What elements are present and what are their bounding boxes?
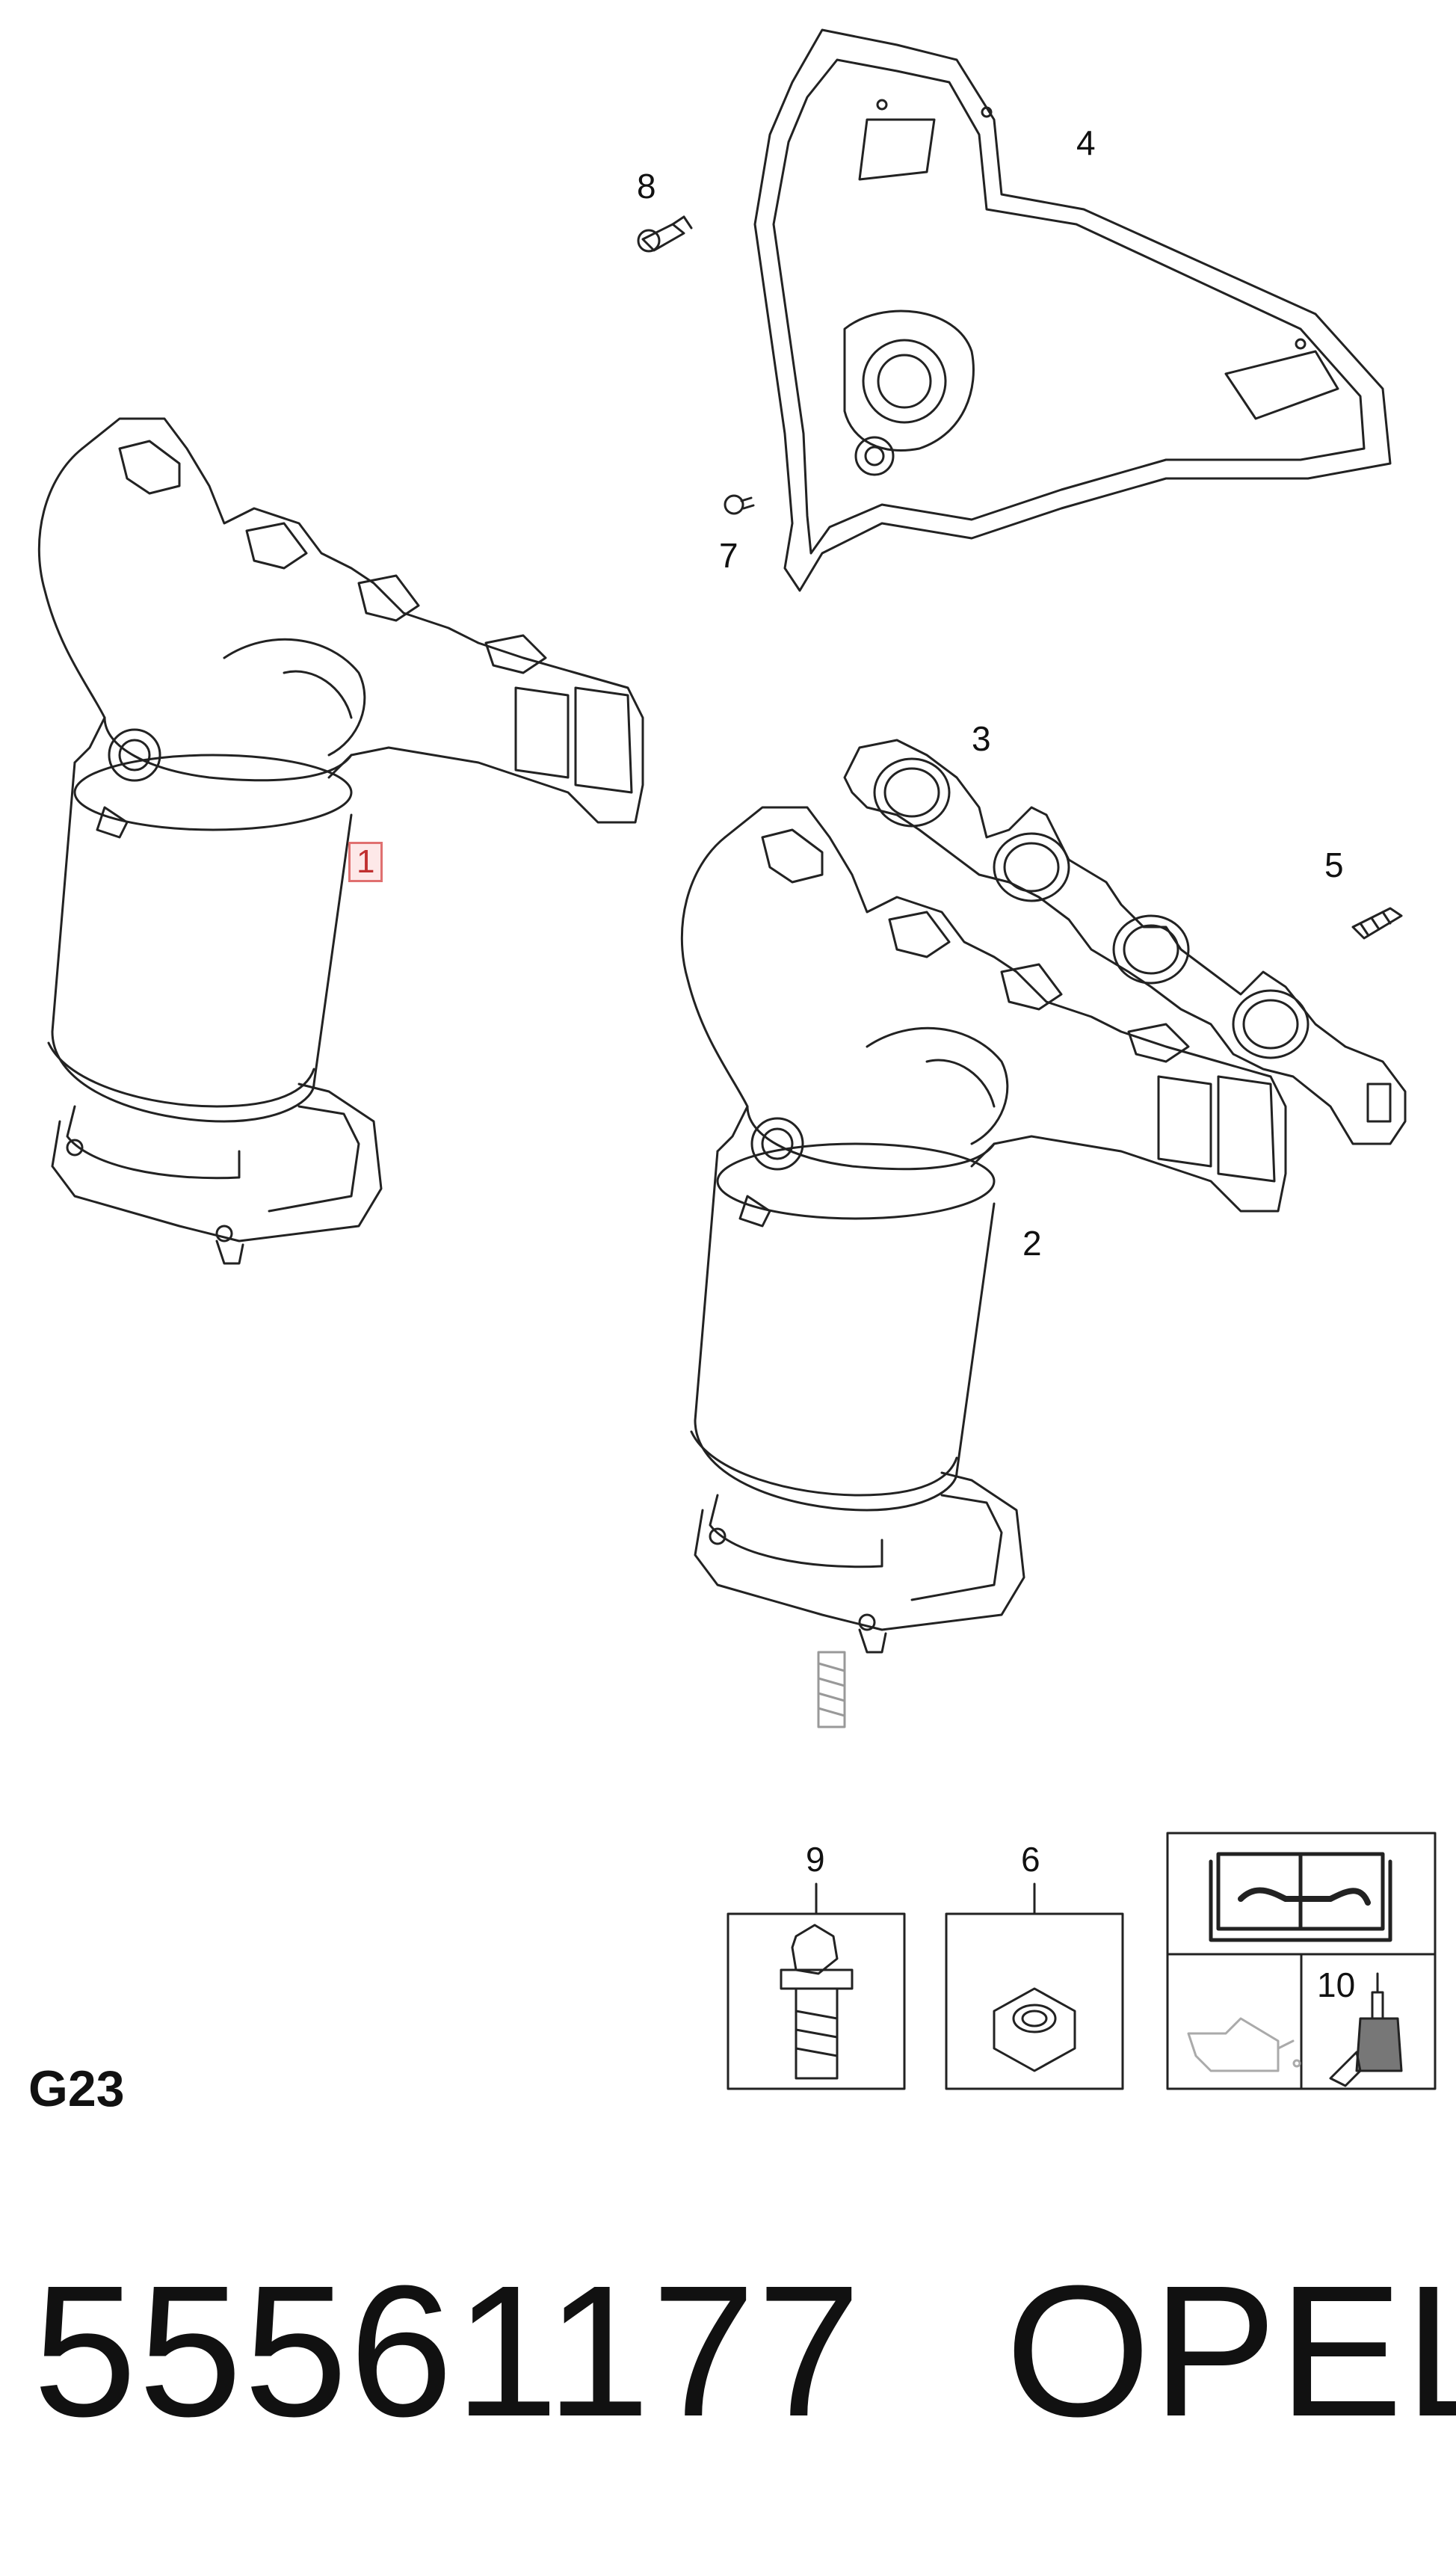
- repair-manual-icon: [1209, 1852, 1392, 1942]
- oil-can-icon: [1187, 2017, 1301, 2072]
- callout-4: 4: [1076, 123, 1096, 162]
- callout-8: 8: [637, 167, 656, 206]
- bolt-7: [724, 494, 755, 515]
- callout-1[interactable]: 1: [348, 842, 383, 882]
- heat-shield: [753, 28, 1392, 592]
- callout-7: 7: [719, 536, 738, 575]
- manifold-assembly-2: [680, 806, 1287, 1654]
- group-code: G23: [28, 2060, 125, 2117]
- callout-5: 5: [1324, 846, 1344, 884]
- part-number: 55561177: [33, 2247, 863, 2455]
- info-box: [1166, 1832, 1437, 2090]
- callout-6: 6: [1021, 1840, 1040, 1879]
- spring-stud: [817, 1651, 846, 1728]
- brand-name: OPEL: [1005, 2247, 1456, 2455]
- bolt-8: [637, 215, 693, 253]
- detail-box-6: [945, 1882, 1124, 2090]
- callout-9: 9: [806, 1840, 825, 1879]
- stud-5: [1351, 907, 1403, 940]
- callout-10: 10: [1317, 1965, 1356, 2004]
- detail-box-9: [727, 1882, 906, 2090]
- sealant-tube-icon: [1329, 1972, 1403, 2087]
- callout-2: 2: [1022, 1224, 1042, 1263]
- manifold-assembly-1: [37, 417, 644, 1265]
- callout-3: 3: [972, 719, 991, 758]
- gasket-3: [843, 739, 1407, 1145]
